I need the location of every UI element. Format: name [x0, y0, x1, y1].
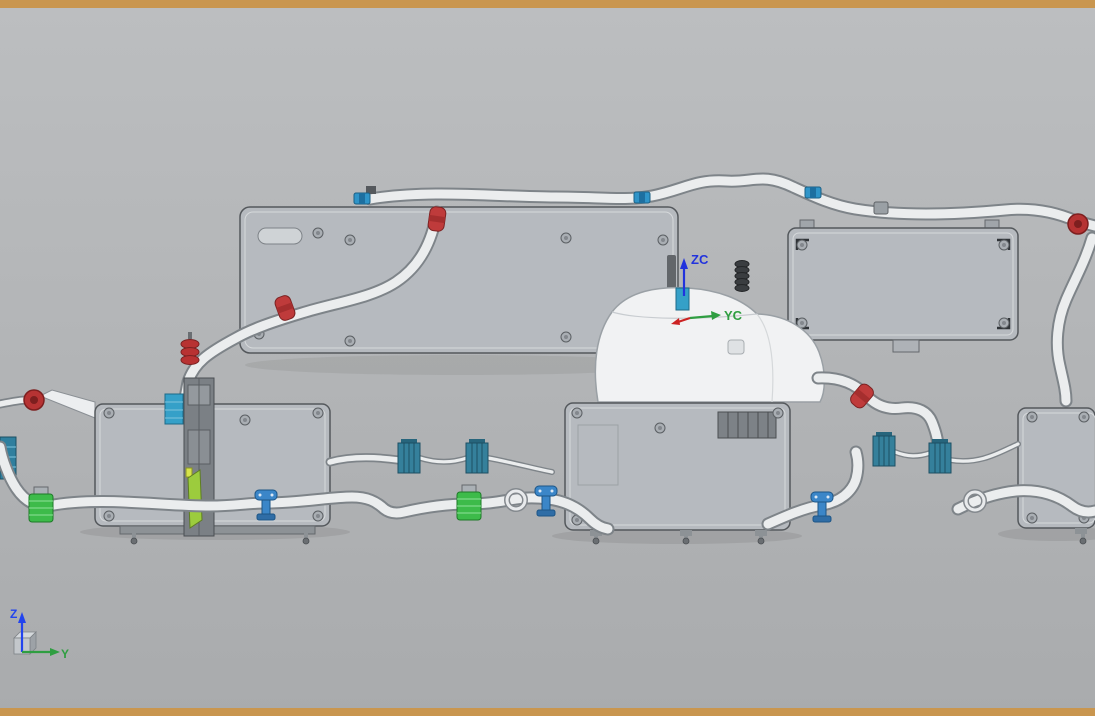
mount-tab	[892, 339, 920, 353]
tube-clip-blue[interactable]	[633, 191, 651, 204]
screw	[312, 407, 324, 419]
electrical-connector[interactable]	[465, 438, 489, 474]
screw	[312, 227, 324, 239]
tube-clip-blue[interactable]	[804, 186, 822, 199]
tube-fitting	[873, 201, 889, 215]
bottom-tube-center-run[interactable]	[761, 445, 865, 531]
red-grommet-left[interactable]	[23, 389, 45, 411]
electrical-connector[interactable]	[928, 438, 952, 474]
tube-clamp-red[interactable]	[426, 205, 448, 233]
coolant-tube-top[interactable]	[363, 172, 1095, 233]
tank-cap	[727, 339, 745, 355]
screw	[998, 317, 1010, 329]
red-grommet-right[interactable]	[1067, 213, 1089, 235]
screw	[1078, 411, 1090, 423]
vent-grille	[717, 411, 777, 439]
foot-tab	[1075, 528, 1087, 534]
screw	[796, 239, 808, 251]
screw	[654, 422, 666, 434]
upper-right-box[interactable]	[787, 219, 1019, 353]
screw	[560, 232, 572, 244]
screw	[998, 239, 1010, 251]
electrical-connector[interactable]	[397, 438, 421, 474]
screw	[103, 407, 115, 419]
screw	[772, 407, 784, 419]
screw	[239, 414, 251, 426]
electrical-connector[interactable]	[872, 431, 896, 467]
screw	[103, 510, 115, 522]
screw	[1026, 411, 1038, 423]
datum-axes-triad[interactable]: Z Y	[10, 607, 69, 661]
frame-bottom	[0, 708, 1095, 716]
tube-tank-right[interactable]	[811, 371, 945, 454]
main-cover-plate[interactable]	[239, 206, 679, 354]
white-bracket-arm	[38, 389, 96, 419]
interconnect-cables[interactable]	[325, 441, 1021, 475]
zc-label: ZC	[691, 252, 709, 267]
z-axis-label: Z	[10, 607, 17, 621]
yc-label: YC	[724, 308, 743, 323]
cyan-connector[interactable]	[164, 393, 184, 425]
tube-fitting	[366, 186, 376, 194]
bottom-tube-left-run[interactable]	[0, 440, 615, 536]
base-rail	[119, 525, 316, 535]
screw	[1026, 512, 1038, 524]
screw	[312, 510, 324, 522]
plate-slot	[257, 227, 303, 245]
screw	[571, 407, 583, 419]
tube-clip-blue[interactable]	[353, 192, 371, 205]
wcs-cyan-block	[675, 287, 690, 311]
screw	[344, 335, 356, 347]
center-box[interactable]	[564, 402, 791, 545]
green-wedge	[187, 469, 203, 529]
wcs-triad[interactable]: ZC YC	[671, 252, 743, 325]
dark-bellows-fitting[interactable]	[734, 260, 750, 292]
coolant-tube-curved[interactable]	[178, 205, 444, 405]
screw	[657, 234, 669, 246]
lower-right-box[interactable]	[1017, 407, 1095, 545]
y-axis-label: Y	[61, 647, 69, 661]
panel-detail	[577, 424, 619, 486]
tube-right-vertical[interactable]	[1050, 231, 1095, 408]
frame-top	[0, 0, 1095, 8]
center-tank[interactable]	[594, 286, 826, 403]
screw	[560, 331, 572, 343]
screw	[344, 234, 356, 246]
